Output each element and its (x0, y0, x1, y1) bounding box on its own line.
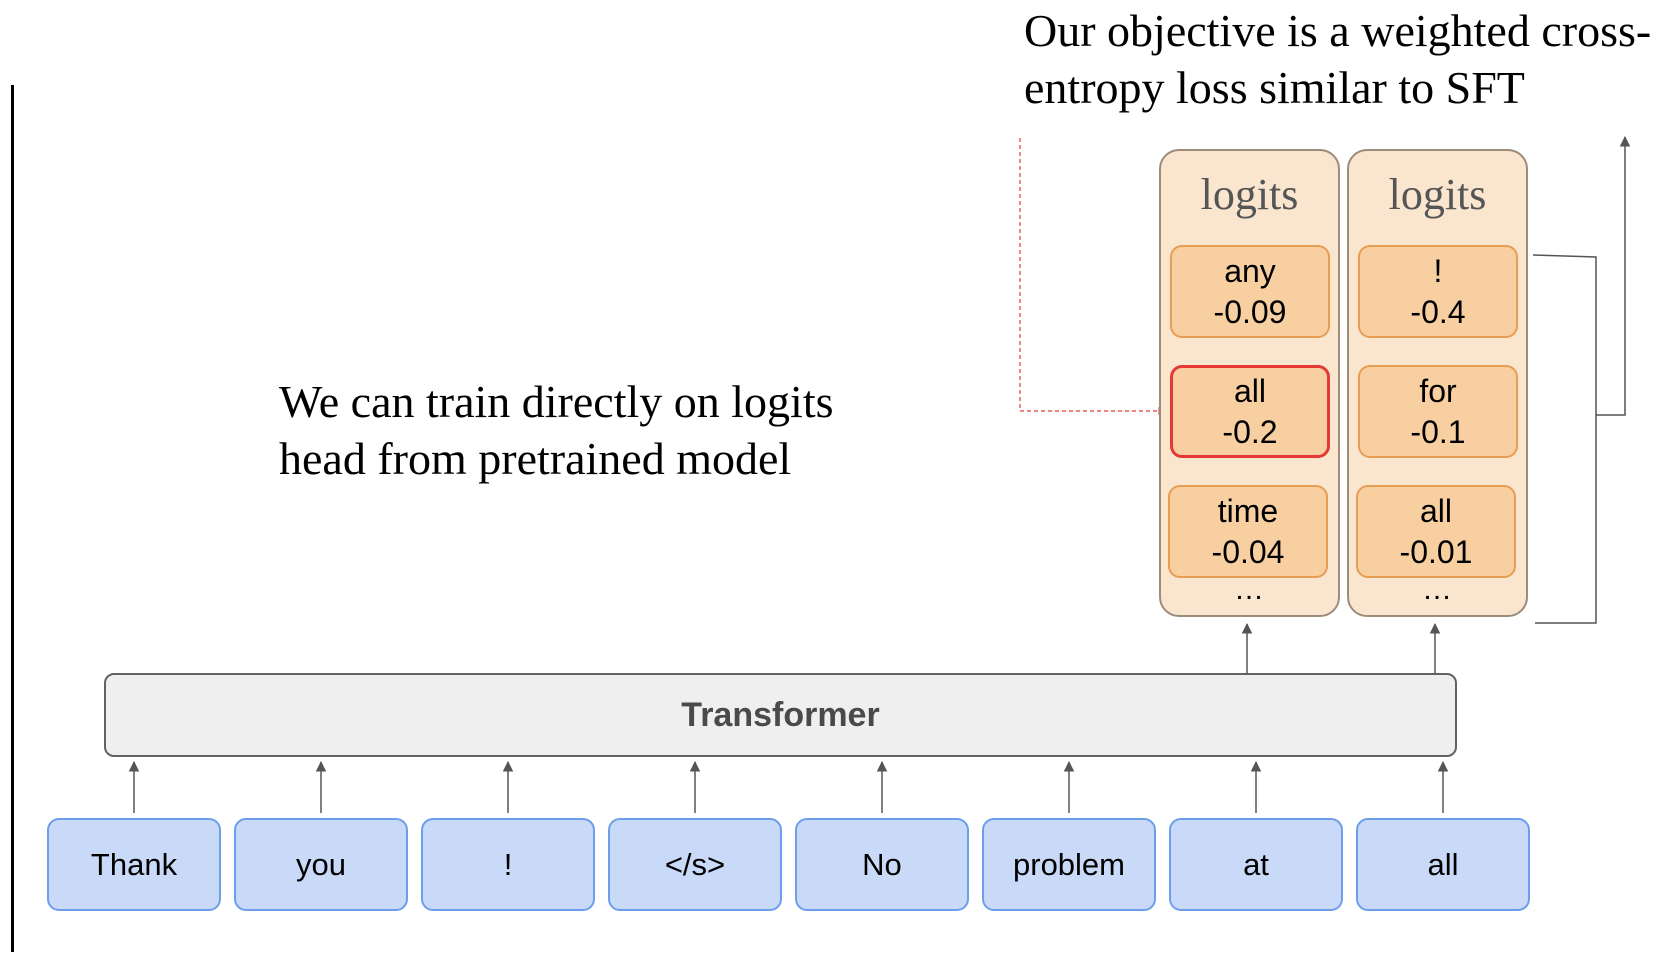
token-label: ! (503, 846, 513, 882)
logit-token: any (1224, 252, 1276, 289)
token-problem: problem (982, 818, 1156, 911)
logit-cell-time: time -0.04 (1168, 485, 1328, 578)
token-no: No (795, 818, 969, 911)
token-label: problem (1013, 846, 1125, 882)
token-label: Thank (90, 846, 178, 882)
logit-token: all (1233, 372, 1266, 409)
target-pointer-arrow (1019, 138, 1167, 416)
logit-token: for (1419, 372, 1457, 409)
logit-value: -0.4 (1410, 293, 1466, 330)
logits-ellipsis: … (1422, 573, 1452, 606)
logit-value: -0.09 (1213, 293, 1287, 330)
logit-token: time (1217, 492, 1279, 529)
logit-token: all (1419, 492, 1452, 529)
logit-cell-for: for -0.1 (1358, 365, 1518, 458)
objective-annotation: Our objective is a weighted cross-entrop… (1024, 5, 1652, 113)
logit-value: -0.01 (1399, 533, 1473, 570)
transformer-block: Transformer (104, 673, 1457, 757)
token-eos: </s> (608, 818, 782, 911)
token-label: No (862, 846, 902, 882)
left-divider-line (11, 85, 14, 952)
loss-bracket (1532, 137, 1625, 624)
token-label: at (1243, 846, 1269, 882)
token-to-transformer-arrows (128, 760, 1449, 813)
logit-value: -0.2 (1222, 413, 1278, 450)
token-at: at (1169, 818, 1343, 911)
logits-panel-label: logits (1388, 170, 1487, 219)
logit-value: -0.04 (1211, 533, 1285, 570)
logit-cell-any: any -0.09 (1170, 245, 1330, 338)
logit-value: -0.1 (1410, 413, 1466, 450)
token-you: you (234, 818, 408, 911)
logits-panel-label: logits (1200, 170, 1299, 219)
logits-panel-1: logits any -0.09 all -0.2 time -0.04 … (1159, 149, 1340, 617)
transformer-label: Transformer (681, 695, 880, 734)
logit-token: ! (1433, 252, 1443, 289)
logit-cell-all-target: all -0.2 (1170, 365, 1330, 458)
train-note-annotation: We can train directly on logits head fro… (279, 376, 834, 484)
token-thank: Thank (47, 818, 221, 911)
logit-cell-exclamation: ! -0.4 (1358, 245, 1518, 338)
token-label: </s> (664, 846, 726, 882)
logits-ellipsis: … (1234, 573, 1264, 606)
token-all: all (1356, 818, 1530, 911)
token-exclamation: ! (421, 818, 595, 911)
token-label: you (296, 846, 346, 882)
logits-panel-2: logits ! -0.4 for -0.1 all -0.01 … (1347, 149, 1528, 617)
transformer-to-logits-arrows (1241, 622, 1441, 674)
logit-cell-all: all -0.01 (1356, 485, 1516, 578)
token-label: all (1427, 846, 1459, 882)
